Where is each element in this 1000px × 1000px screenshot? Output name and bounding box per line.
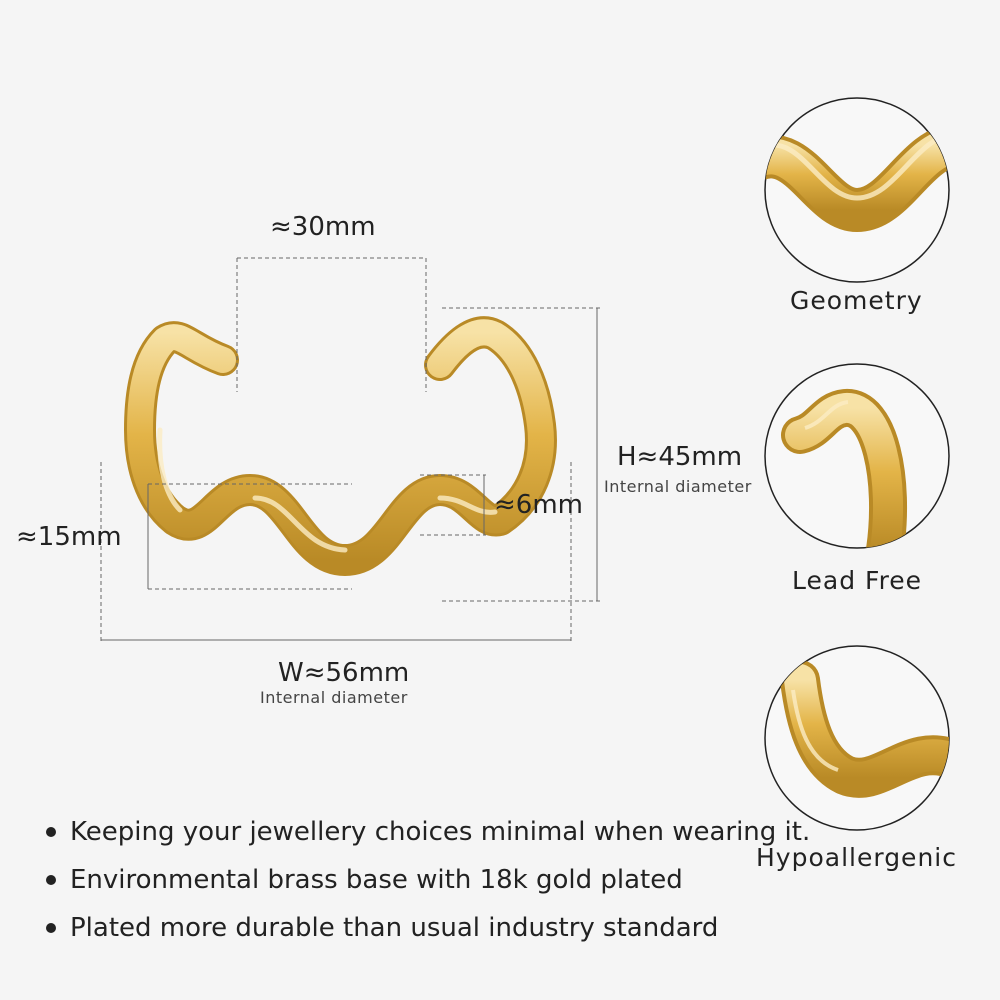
dimension-lines bbox=[100, 257, 600, 642]
feature-label-hypoallergenic: Hypoallergenic bbox=[756, 843, 957, 872]
bullet-text: Environmental brass base with 18k gold p… bbox=[70, 865, 683, 895]
width-dimension-sublabel: Internal diameter bbox=[260, 688, 408, 707]
bullet-text: Plated more durable than usual industry … bbox=[70, 913, 719, 943]
feature-circle-hypoallergenic bbox=[764, 645, 950, 831]
bullet-item: Environmental brass base with 18k gold p… bbox=[46, 856, 946, 904]
bangle-image bbox=[124, 316, 557, 576]
bullet-item: Plated more durable than usual industry … bbox=[46, 904, 946, 952]
feature-circle-geometry bbox=[764, 97, 950, 283]
feature-circle-lead-free bbox=[764, 363, 950, 549]
feature-label-geometry: Geometry bbox=[790, 286, 923, 315]
bullet-item: Keeping your jewellery choices minimal w… bbox=[46, 808, 946, 856]
feature-bullet-list: Keeping your jewellery choices minimal w… bbox=[46, 808, 946, 952]
gap-dimension-label: ≈30mm bbox=[270, 212, 376, 242]
bullet-text: Keeping your jewellery choices minimal w… bbox=[70, 817, 811, 847]
bullet-dot-icon bbox=[46, 875, 56, 885]
height-dimension-label: H≈45mm bbox=[617, 442, 743, 472]
bullet-dot-icon bbox=[46, 827, 56, 837]
wave-height-label: ≈15mm bbox=[16, 522, 122, 552]
height-dimension-sublabel: Internal diameter bbox=[604, 477, 752, 496]
thickness-label: ≈6mm bbox=[494, 490, 583, 520]
width-dimension-label: W≈56mm bbox=[278, 658, 410, 688]
bullet-dot-icon bbox=[46, 923, 56, 933]
feature-label-lead-free: Lead Free bbox=[792, 566, 923, 595]
